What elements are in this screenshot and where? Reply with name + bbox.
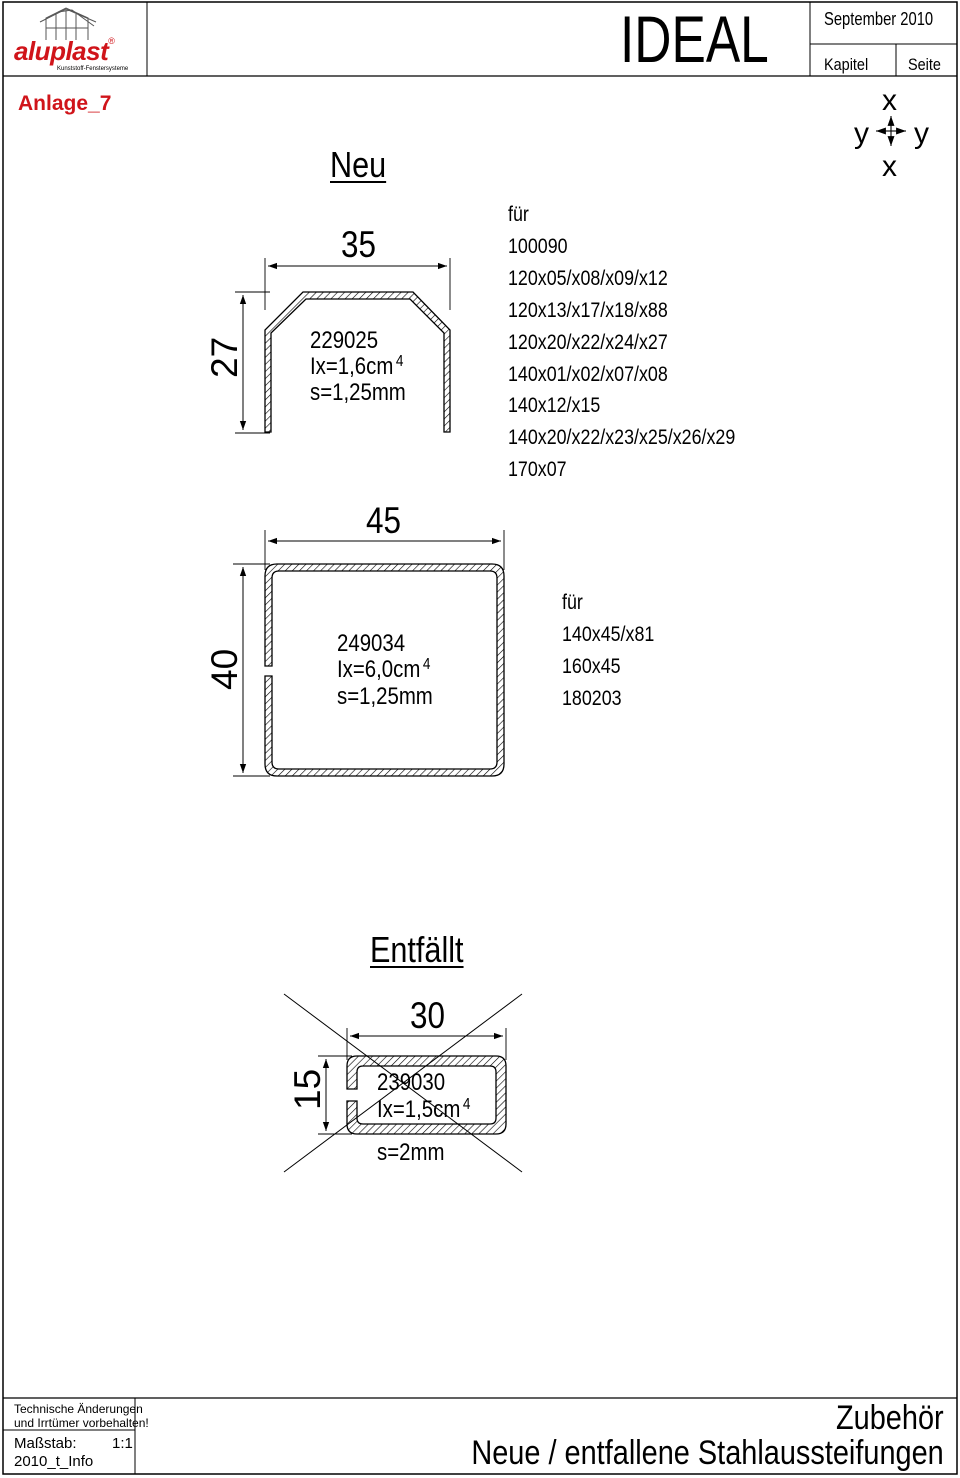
list-item: 140x20/x22/x23/x25/x26/x29	[508, 426, 736, 450]
logo-subtitle: Kunststoff-Fenstersysteme	[57, 66, 129, 72]
section-heading-removed: Entfällt	[370, 929, 464, 970]
chapter-label: Kapitel	[824, 55, 869, 74]
issue-date: September 2010	[824, 9, 934, 29]
section-heading-new: Neu	[330, 144, 387, 185]
list-item: 120x20/x22/x24/x27	[508, 330, 668, 354]
dimension-label-height: 40	[204, 648, 245, 690]
list-item: 140x45/x81	[562, 623, 655, 646]
steel-section-c-profile	[264, 291, 451, 433]
list-item: 140x01/x02/x07/x08	[508, 362, 668, 386]
wall-thickness: s=2mm	[377, 1139, 445, 1166]
list-item: 120x13/x17/x18/x88	[508, 298, 668, 322]
list-item: 170x07	[508, 458, 567, 482]
list-item: 180203	[562, 687, 622, 710]
wall-thickness: s=1,25mm	[310, 379, 406, 406]
company-logo: aluplast®	[14, 36, 115, 67]
article-number: 239030	[377, 1069, 446, 1096]
moment-of-inertia-exponent: 4	[422, 656, 431, 673]
scale-value: 1:1	[112, 1435, 133, 1452]
disclaimer-line: Technische Änderungen	[14, 1402, 143, 1416]
dimension-label-height: 27	[204, 336, 245, 378]
dimension-label-width: 30	[410, 995, 445, 1036]
applicability-label: für	[562, 591, 583, 614]
moment-of-inertia-value: Ix=1,6cm	[310, 353, 394, 380]
cross-out-line	[283, 993, 523, 1173]
axis-x-top: x	[882, 84, 897, 117]
axis-cross-icon	[876, 116, 906, 146]
article-number: 229025	[310, 327, 379, 354]
disclaimer-line: und Irrtümer vorbehalten!	[14, 1416, 149, 1430]
dimension-label-width: 45	[366, 500, 401, 541]
subject-title: Neue / entfallene Stahlaussteifungen	[471, 1434, 944, 1472]
list-item: 140x12/x15	[508, 394, 601, 418]
axis-y-left: y	[854, 117, 869, 150]
page-label: Seite	[908, 55, 941, 74]
dimension-label-height: 15	[287, 1068, 328, 1110]
scale-label: Maßstab:	[14, 1435, 77, 1452]
axis-x-bottom: x	[882, 150, 897, 183]
document-reference: 2010_t_Info	[14, 1453, 94, 1470]
wall-thickness: s=1,25mm	[337, 683, 433, 710]
article-number: 249034	[337, 630, 406, 657]
logo-wordmark: aluplast	[14, 36, 109, 66]
moment-of-inertia-value: Ix=1,5cm	[377, 1096, 461, 1123]
profile-249034-drawing	[233, 530, 505, 777]
moment-of-inertia-exponent: 4	[462, 1096, 471, 1113]
logo-registered-mark: ®	[108, 36, 115, 46]
list-item: 160x45	[562, 655, 621, 678]
applicability-list: für 140x45/x81 160x45 180203	[562, 587, 654, 715]
document-title: IDEAL	[620, 2, 769, 76]
applicability-label: für	[508, 203, 529, 226]
steel-section-box-profile	[264, 563, 505, 777]
list-item: 120x05/x08/x09/x12	[508, 266, 668, 290]
profile-239030-drawing	[283, 993, 523, 1173]
steel-section-removed-profile	[346, 1055, 507, 1135]
logo-house-icon	[39, 7, 97, 40]
attachment-label: Anlage_7	[18, 92, 112, 115]
moment-of-inertia-value: Ix=6,0cm	[337, 656, 421, 683]
disclaimer: Technische Änderungen und Irrtümer vorbe…	[14, 1402, 149, 1430]
dimension-label-width: 35	[341, 224, 376, 265]
category-title: Zubehör	[836, 1399, 944, 1437]
applicability-list: für 100090 120x05/x08/x09/x12 120x13/x17…	[508, 199, 735, 486]
profile-229025-drawing	[235, 258, 451, 434]
axis-y-right: y	[914, 117, 929, 150]
list-item: 100090	[508, 234, 568, 258]
moment-of-inertia-exponent: 4	[395, 353, 404, 370]
